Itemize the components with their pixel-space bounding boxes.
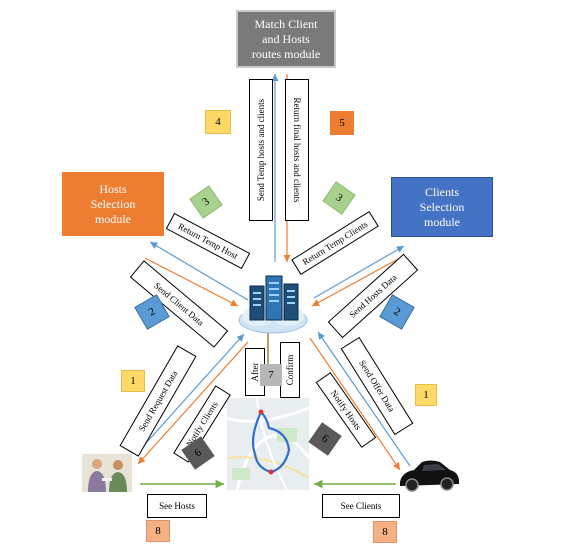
match-routes-module: Match Client and Hosts routes module [236,10,336,68]
arrow-from-hosts [144,257,239,307]
arrow-to-hosts [149,241,249,301]
label-see-clients: See Clients [322,494,400,518]
label-confirm: Confirm [280,342,300,398]
label-return-final-hosts-clients: Return final hosts and clients [285,79,309,221]
car-icon [400,460,459,492]
arrow-server-to-car [309,337,401,471]
people-icon [82,454,132,492]
step-badge-8-right: 8 [373,521,397,543]
step-badge-1-left: 1 [121,370,145,392]
step-badge-4: 4 [205,110,231,134]
arrow-server-to-people [137,341,249,465]
arrow-from-clients [311,257,401,307]
clients-selection-module: Clients Selection module [391,177,493,237]
server-cloud-icon [238,275,308,334]
hosts-selection-module: Hosts Selection module [62,172,164,236]
step-badge-7: 7 [260,364,282,386]
arrow-people-to-server [137,333,245,453]
arrow-to-clients [313,245,405,299]
step-badge-8-left: 8 [146,520,170,542]
arrow-car-to-server [317,331,411,467]
step-badge-5: 5 [330,111,354,135]
step-badge-1-right: 1 [415,384,437,406]
label-send-temp-hosts-clients: Send Temp hosts and clients [249,79,273,221]
route-map-icon [227,398,309,490]
label-see-hosts: See Hosts [147,494,207,518]
